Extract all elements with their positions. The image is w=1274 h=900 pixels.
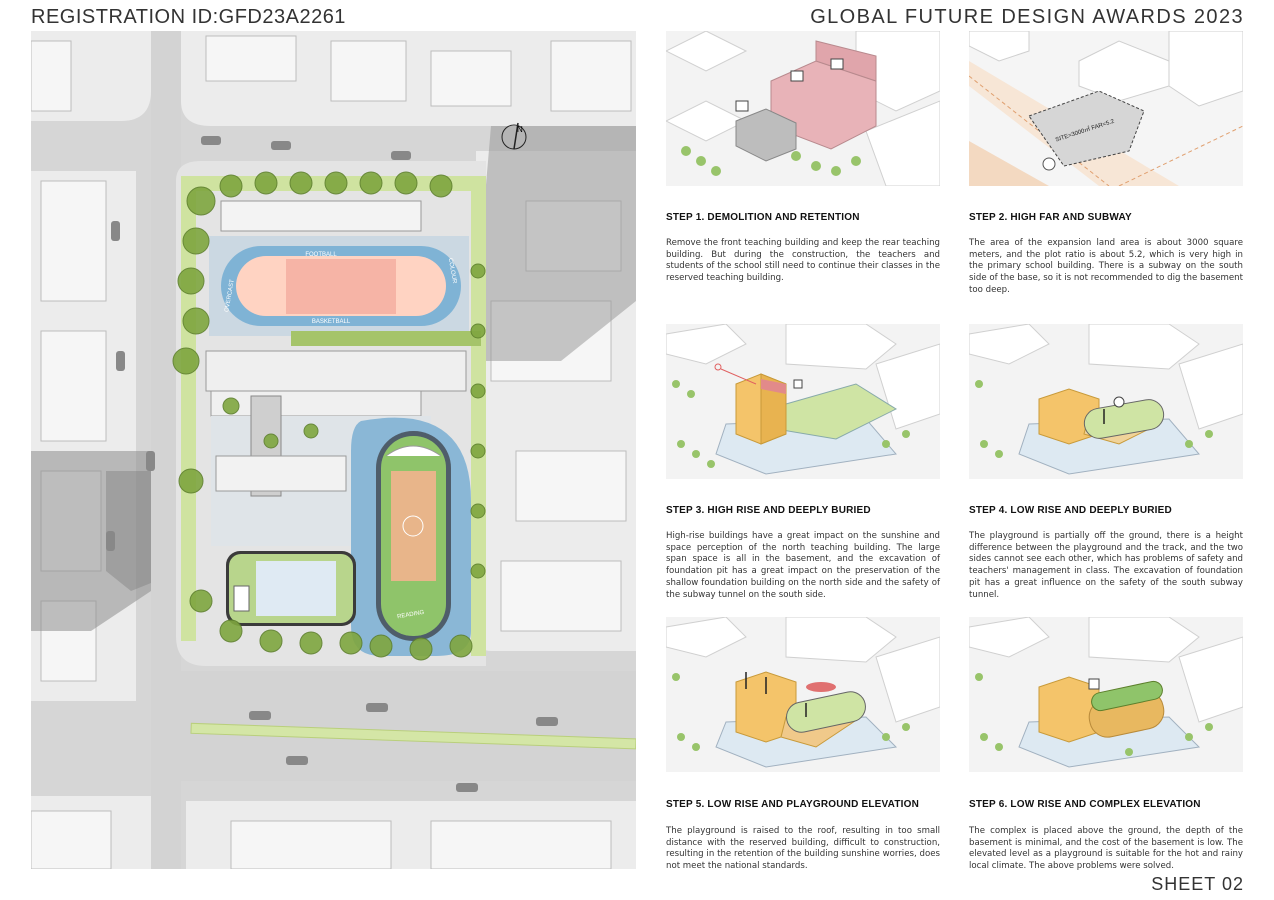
step-5-diagram [666, 617, 940, 772]
subway-icon [1042, 157, 1056, 171]
north-arrow-icon [501, 122, 527, 150]
step-4-text: The playground is partially off the grou… [969, 531, 1243, 600]
step-6-title: STEP 6. LOW RISE AND COMPLEX ELEVATION [969, 799, 1201, 810]
site-plan-drawing: N OVERCAST FOOTBALL COLOUR BASKETBALL READING [31, 31, 636, 869]
court-label: OVERCAST [224, 279, 236, 313]
court-label: BASKETBALL [312, 319, 351, 325]
step-1-text: Remove the front teaching building and k… [666, 238, 940, 284]
sheet-number: SHEET 02 [1151, 874, 1244, 894]
step-4-diagram [969, 324, 1243, 479]
step-4-title: STEP 4. LOW RISE AND DEEPLY BURIED [969, 505, 1172, 516]
step-2-title: STEP 2. HIGH FAR AND SUBWAY [969, 212, 1132, 223]
step-2-panel: SITE=3000㎡ FAR=5.2 STEP 2. HIGH FAR AND … [969, 31, 1243, 297]
step-5-title: STEP 5. LOW RISE AND PLAYGROUND ELEVATIO… [666, 799, 920, 810]
step-3-title: STEP 3. HIGH RISE AND DEEPLY BURIED [666, 505, 871, 516]
step-3-text: High-rise buildings have a great impact … [666, 531, 940, 600]
step-6-diagram [969, 617, 1243, 772]
step-2-text: The area of the expansion land area is a… [969, 238, 1243, 295]
step-5-panel: STEP 5. LOW RISE AND PLAYGROUND ELEVATIO… [666, 617, 940, 873]
north-label: N [517, 125, 523, 134]
step-6-text: The complex is placed above the ground, … [969, 826, 1243, 872]
court-label: COLOUR [447, 258, 457, 285]
step-1-title: STEP 1. DEMOLITION AND RETENTION [666, 212, 860, 223]
step-5-text: The playground is raised to the roof, re… [666, 826, 940, 872]
registration-id: REGISTRATION ID:GFD23A2261 [31, 6, 346, 28]
step-3-panel: STEP 3. HIGH RISE AND DEEPLY BURIED High… [666, 324, 940, 601]
site-plan: N OVERCAST FOOTBALL COLOUR BASKETBALL READING [31, 31, 636, 869]
step-1-diagram [666, 31, 940, 186]
step-4-panel: STEP 4. LOW RISE AND DEEPLY BURIED The p… [969, 324, 1243, 601]
step-6-panel: STEP 6. LOW RISE AND COMPLEX ELEVATION T… [969, 617, 1243, 873]
court-label: FOOTBALL [305, 252, 337, 258]
step-2-diagram: SITE=3000㎡ FAR=5.2 [969, 31, 1243, 186]
step-1-panel: STEP 1. DEMOLITION AND RETENTION Remove … [666, 31, 940, 285]
court-label: READING [397, 610, 425, 621]
award-title: GLOBAL FUTURE DESIGN AWARDS 2023 [810, 6, 1244, 28]
step-3-diagram [666, 324, 940, 479]
